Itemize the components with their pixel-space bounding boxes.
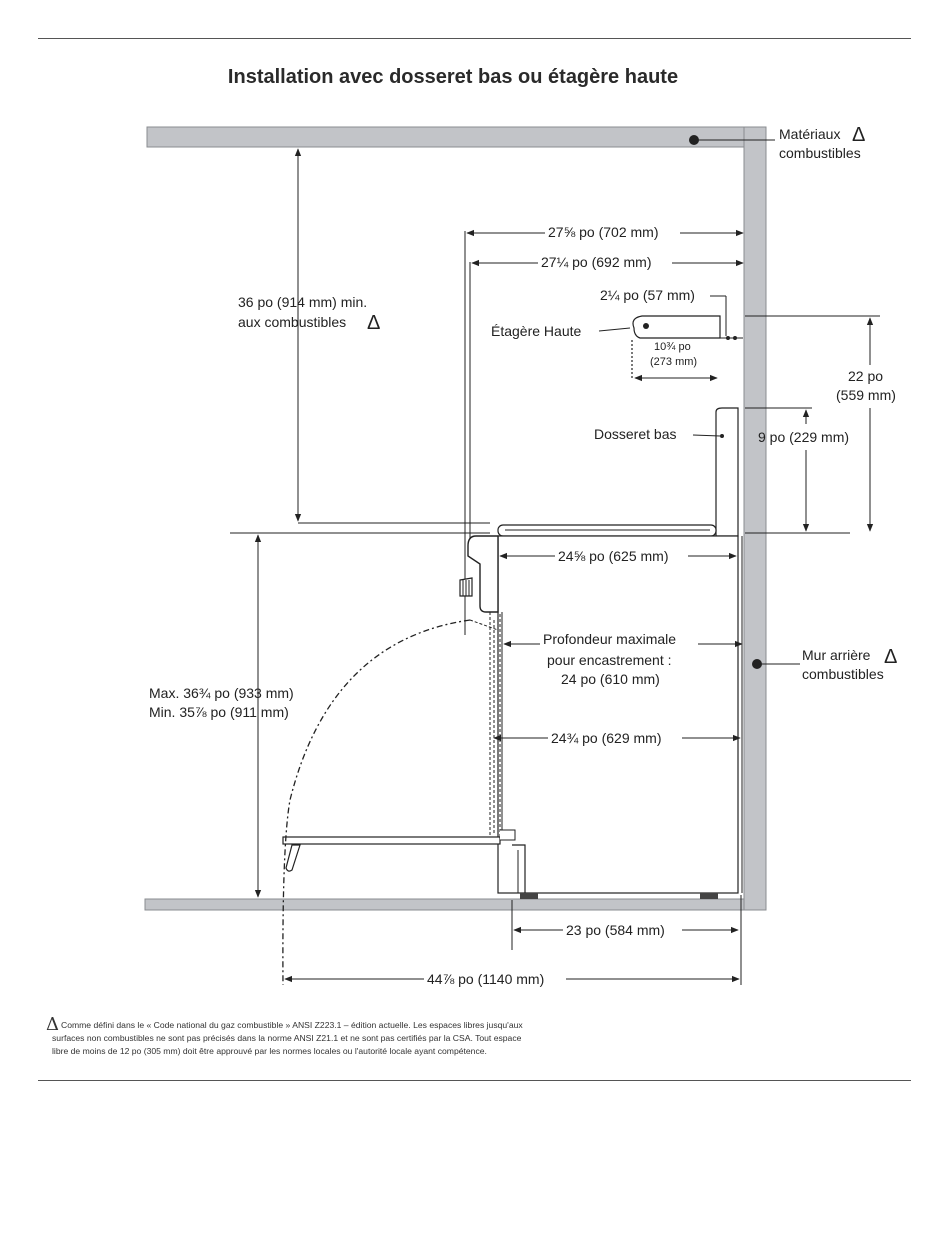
profondeur-label-1: Profondeur maximale [543, 631, 676, 647]
dim-2434-label: 24¾ po (629 mm) [551, 730, 662, 746]
dim-1034-label-2: (273 mm) [650, 356, 697, 368]
open-oven-door [282, 836, 501, 845]
dim-4478-label: 44⅞ po (1140 mm) [427, 971, 544, 987]
profondeur-label-2: pour encastrement : [547, 652, 672, 668]
ceiling-cabinet [146, 126, 745, 148]
combustibles-wall-label: combustibles [802, 666, 884, 682]
door-swing-arc [282, 619, 471, 986]
mur-arriere-label: Mur arrière [802, 647, 871, 663]
front-foot [520, 893, 538, 899]
delta-icon: Δ [884, 646, 897, 668]
materiaux-label: Matériaux [779, 126, 840, 142]
dim-36-label: 36 po (914 mm) min. [238, 294, 367, 310]
delta-icon: Δ [367, 312, 380, 334]
dim-22-label-2: (559 mm) [836, 387, 896, 403]
footnote-line-3: libre de moins de 12 po (305 mm) doit êt… [52, 1046, 487, 1056]
dim-23-label: 23 po (584 mm) [566, 922, 665, 938]
installation-diagram: Matériaux Δ combustibles Mur arrière Δ c… [144, 124, 897, 987]
bottom-divider [38, 1080, 911, 1081]
rear-foot [700, 893, 718, 899]
etagere-haute-label: Étagère Haute [491, 323, 581, 339]
control-panel [467, 535, 499, 613]
combustibles-top-label: combustibles [779, 145, 861, 161]
dim-1034-label: 10¾ po [654, 341, 691, 353]
footnote-line-1: Comme défini dans le « Code national du … [61, 1020, 523, 1030]
range-body [497, 535, 739, 894]
rear-wall [743, 126, 767, 911]
dim-214-label: 2¼ po (57 mm) [600, 287, 695, 303]
delta-icon: Δ [852, 124, 865, 146]
max-height-label: Max. 36¾ po (933 mm) [149, 685, 294, 701]
low-backsplash [715, 407, 739, 537]
dosseret-bas-label: Dosseret bas [594, 426, 676, 442]
delta-icon: Δ [46, 1014, 59, 1035]
dim-22-label: 22 po [848, 368, 883, 384]
floor [144, 898, 745, 911]
footnote-line-2: surfaces non combustibles ne sont pas pr… [52, 1033, 522, 1043]
dim-2458-label: 24⅝ po (625 mm) [558, 548, 669, 564]
top-divider [38, 38, 911, 39]
dim-2714-label: 27¼ po (692 mm) [541, 254, 652, 270]
dim-36-label-2: aux combustibles [238, 314, 346, 330]
page-title: Installation avec dosseret bas ou étagèr… [227, 66, 679, 88]
dim-9-label: 9 po (229 mm) [758, 429, 849, 445]
door-handle [285, 844, 301, 872]
profondeur-label-3: 24 po (610 mm) [561, 671, 660, 687]
dim-2758-label: 27⅝ po (702 mm) [548, 224, 659, 240]
min-height-label: Min. 35⅞ po (911 mm) [149, 704, 289, 720]
upper-shelf [632, 315, 721, 339]
